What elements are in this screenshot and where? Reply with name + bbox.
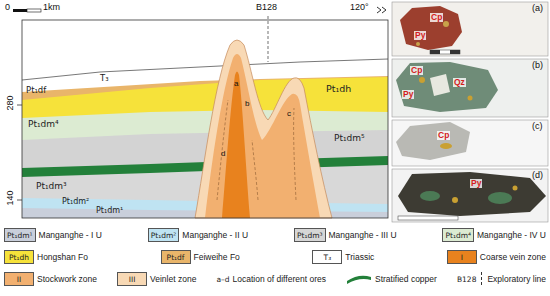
swatch-code: Pt₁dm¹ bbox=[7, 231, 33, 240]
legend-text: Hongshan Fo bbox=[37, 252, 88, 262]
legend-item: Pt₁dm² Manganghe - II U bbox=[148, 228, 248, 242]
stratum-label: Pt₁dm² bbox=[62, 198, 89, 207]
legend-item: Stratified copper bbox=[346, 272, 437, 286]
mineral-label: Py bbox=[470, 179, 482, 188]
legend-text: Veinlet zone bbox=[150, 274, 196, 284]
stratum-label: Pt₁dm⁴ bbox=[28, 120, 59, 130]
swatch-code: III bbox=[129, 275, 136, 284]
swatch-code: Pt₁df bbox=[167, 253, 185, 262]
legend-text: Stockwork zone bbox=[37, 274, 97, 284]
legend-swatch: III bbox=[117, 272, 147, 286]
mineral-label: Qz bbox=[453, 78, 466, 87]
legend-text: Location of different ores bbox=[233, 274, 326, 284]
elevation-label: 280 bbox=[6, 95, 16, 110]
ore-location-letter: b bbox=[245, 100, 249, 109]
legend-swatch: Pt₁dm² bbox=[148, 228, 180, 242]
direction-label: 120° bbox=[350, 3, 369, 13]
legend-text: Exploratory line bbox=[487, 274, 546, 284]
legend-text: Triassic bbox=[345, 252, 374, 262]
legend-swatch: Pt₁dm³ bbox=[294, 228, 326, 242]
ore-location-letter: c bbox=[287, 110, 291, 119]
photo-tag: (a) bbox=[532, 4, 543, 14]
stratum-label: Pt₁dm⁵ bbox=[334, 134, 365, 144]
legend-text: Manganghe - IV U bbox=[477, 230, 546, 240]
elevation-label: 140 bbox=[6, 190, 16, 205]
mineral-label: Cp bbox=[410, 66, 423, 75]
stratum-label: Pt₁dm³ bbox=[36, 182, 67, 192]
mineral-label: Cp bbox=[430, 13, 443, 22]
photo-tag: (b) bbox=[532, 61, 543, 71]
legend-text: Feiweihe Fo bbox=[194, 252, 240, 262]
legend-sample-text: a–d bbox=[216, 275, 229, 284]
ore-location-letter: d bbox=[221, 150, 225, 159]
swatch-code: Pt₁dm⁴ bbox=[445, 231, 471, 240]
legend-item: Pt₁df Feiweihe Fo bbox=[161, 250, 240, 264]
legend-swatch: T₃ bbox=[312, 250, 342, 264]
mineral-label: Cp bbox=[437, 131, 450, 140]
stratified-copper-sample bbox=[346, 272, 372, 286]
swatch-code: T₃ bbox=[324, 253, 332, 262]
legend-item: I Coarse vein zone bbox=[447, 250, 546, 264]
legend-text: Coarse vein zone bbox=[480, 252, 546, 262]
mineral-label: Py bbox=[402, 90, 414, 99]
legend-row: II Stockwork zone III Veinlet zone a–d Locati… bbox=[4, 270, 546, 288]
legend-item: Pt₁dh Hongshan Fo bbox=[4, 250, 88, 264]
legend-swatch: Pt₁df bbox=[161, 250, 191, 264]
stratum-label: Pt₁dm¹ bbox=[96, 207, 123, 216]
swatch-code: Pt₁dh bbox=[9, 253, 29, 262]
legend-item: Pt₁dm³ Manganghe - III U bbox=[294, 228, 397, 242]
legend-item: II Stockwork zone bbox=[4, 272, 97, 286]
legend-swatch: Pt₁dm⁴ bbox=[442, 228, 474, 242]
swatch-code: I bbox=[461, 253, 463, 262]
legend-item: Pt₁dm⁴ Manganghe - IV U bbox=[442, 228, 546, 242]
ore-location-letter: a bbox=[234, 80, 238, 89]
swatch-code: Pt₁dm³ bbox=[297, 231, 323, 240]
legend-item: III Veinlet zone bbox=[117, 272, 196, 286]
photo-tag: (c) bbox=[532, 122, 543, 132]
legend-item: Pt₁dm¹ Manganghe - I U bbox=[4, 228, 102, 242]
legend-item: a–d Location of different ores bbox=[216, 274, 326, 284]
scale-label: 0 bbox=[5, 3, 10, 13]
swatch-code: II bbox=[17, 275, 21, 284]
legend-swatch: Pt₁dm¹ bbox=[4, 228, 36, 242]
legend-text: Manganghe - I U bbox=[39, 230, 102, 240]
mineral-label: Py bbox=[414, 31, 426, 40]
legend-swatch: I bbox=[447, 250, 477, 264]
exploratory-line-label: B128 bbox=[256, 3, 277, 13]
swatch-code: Pt₁dm² bbox=[151, 231, 177, 240]
legend-row: Pt₁dm¹ Manganghe - I U Pt₁dm² Manganghe - I… bbox=[4, 226, 546, 244]
stratum-label: Pt₁dh bbox=[326, 84, 351, 94]
legend-swatch: Pt₁dh bbox=[4, 250, 34, 264]
legend-text: Manganghe - II U bbox=[182, 230, 248, 240]
exploratory-line-sample bbox=[479, 271, 484, 287]
scale-label: 1km bbox=[43, 3, 60, 13]
stratum-label: Pt₁df bbox=[26, 86, 46, 95]
legend-row: Pt₁dh Hongshan Fo Pt₁df Feiweihe Fo T₃ Triass… bbox=[4, 248, 546, 266]
stratum-label: T₃ bbox=[100, 74, 109, 83]
legend-item: T₃ Triassic bbox=[312, 250, 374, 264]
legend-sample-text: B128 bbox=[457, 275, 476, 284]
legend-swatch: II bbox=[4, 272, 34, 286]
legend-text: Manganghe - III U bbox=[329, 230, 397, 240]
legend-item: B128 Exploratory line bbox=[457, 271, 546, 287]
photo-tag: (d) bbox=[532, 171, 543, 181]
legend-text: Stratified copper bbox=[375, 274, 437, 284]
